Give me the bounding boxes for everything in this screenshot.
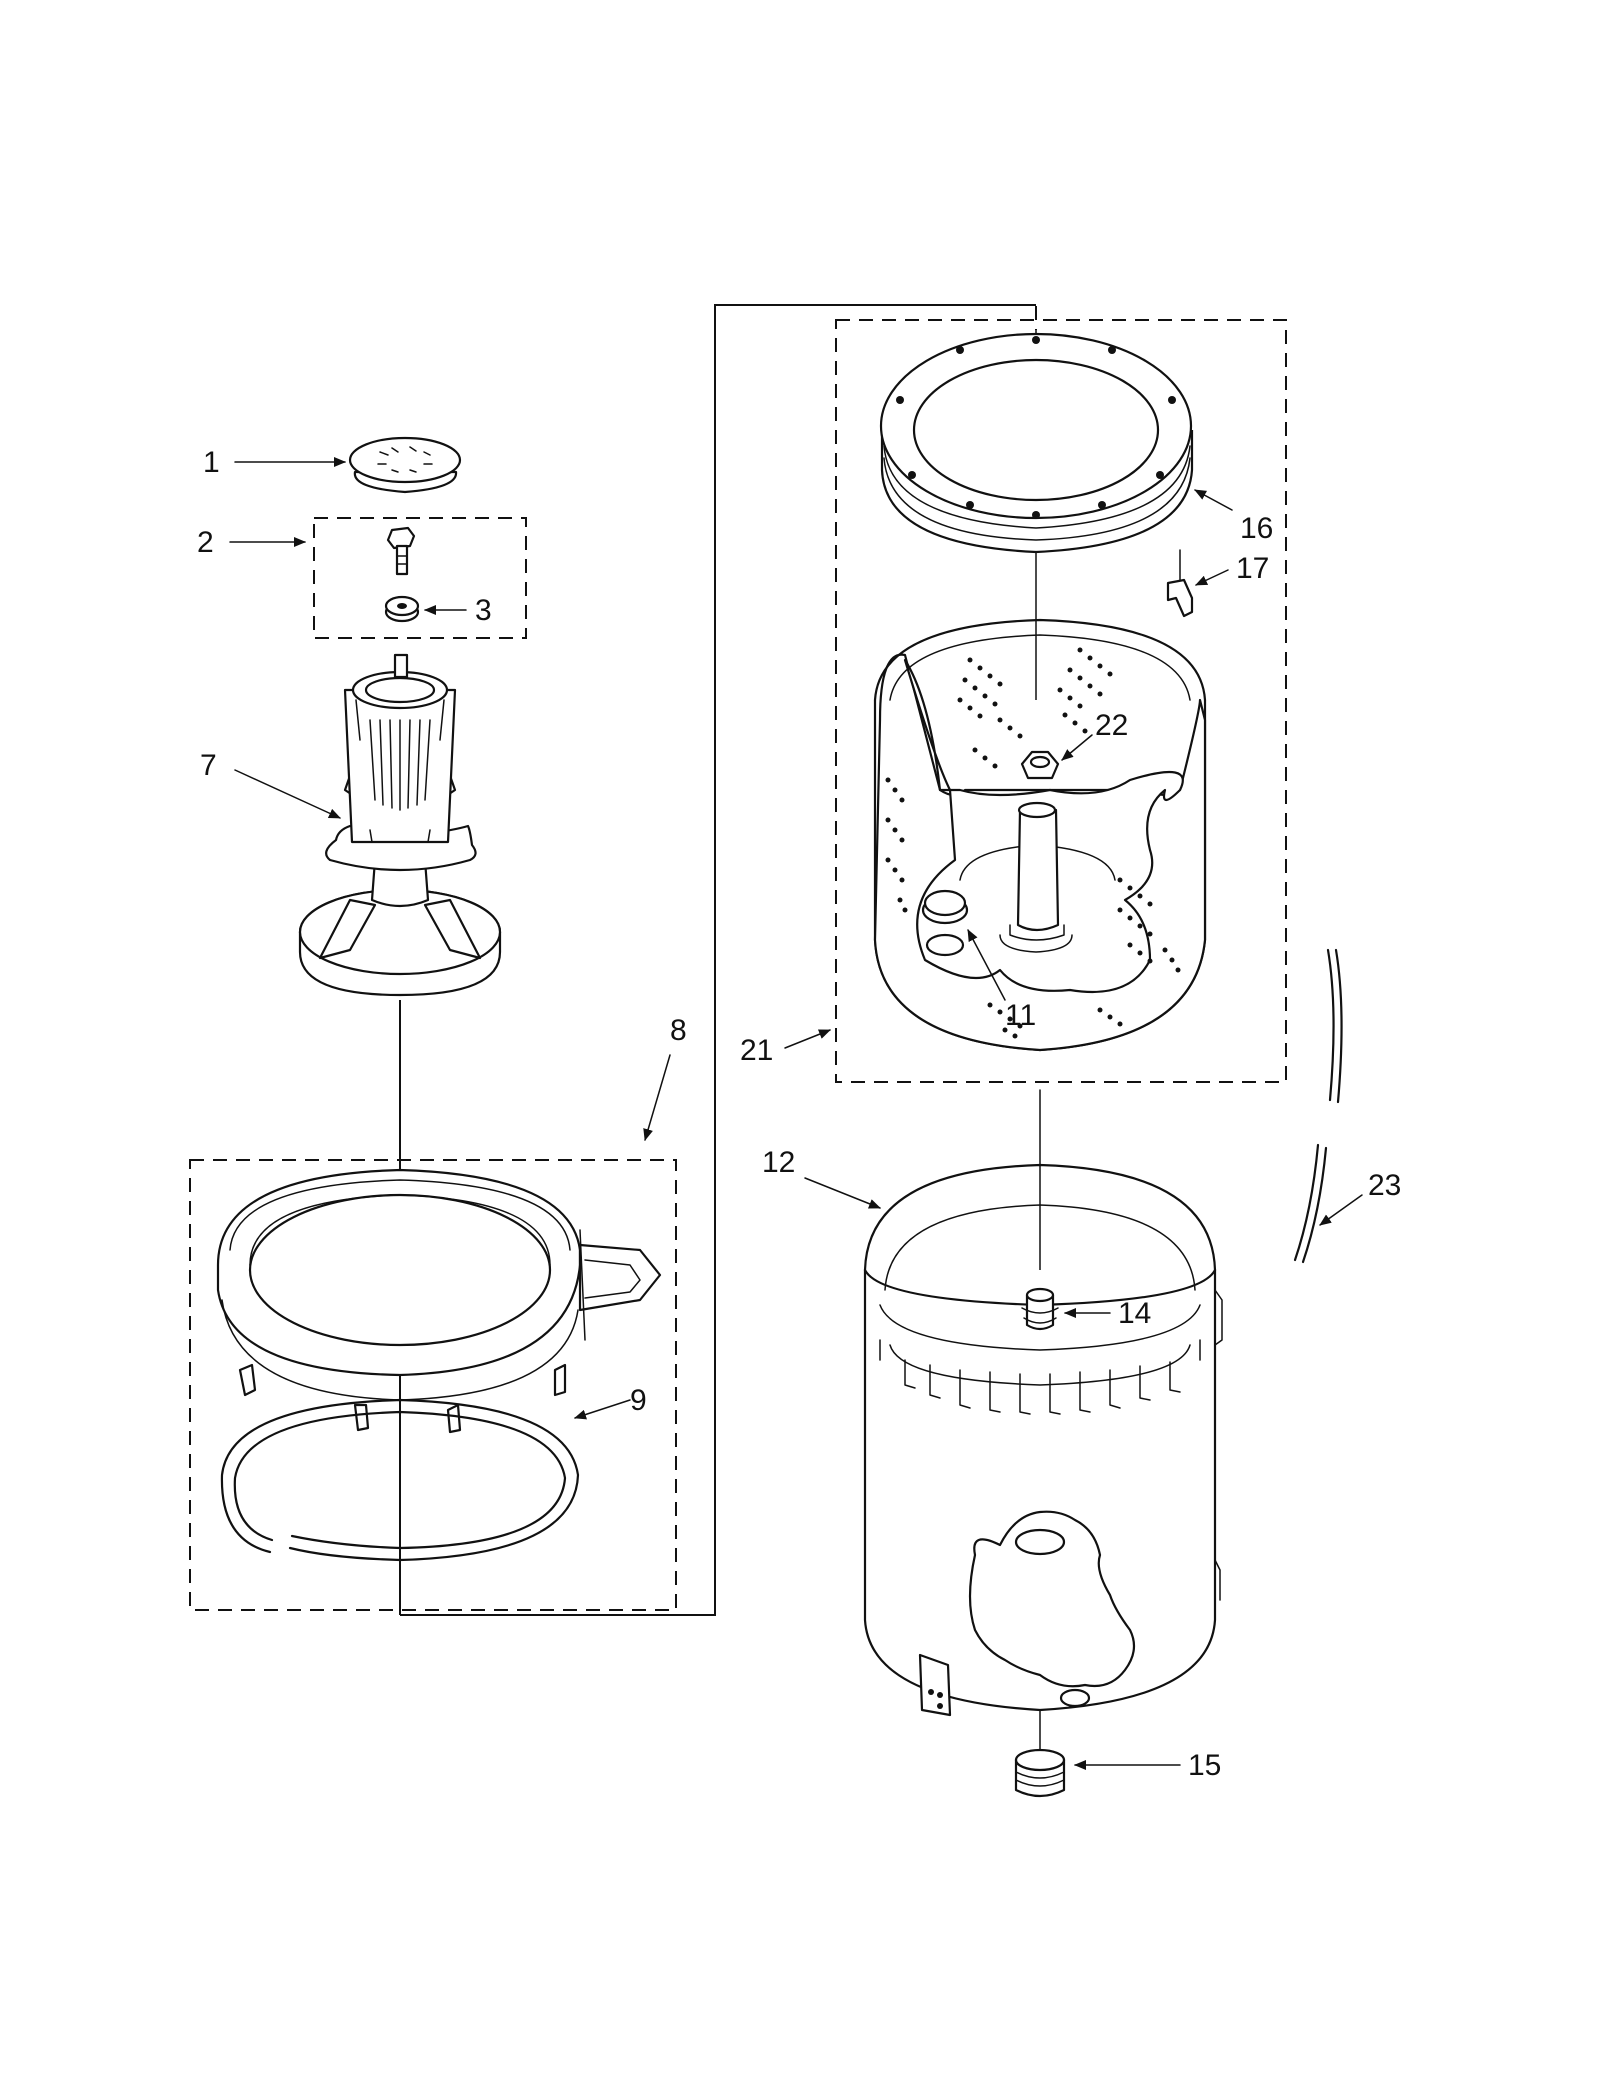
- tub-bearing-icon: [1021, 1287, 1059, 1331]
- callout-7: 7: [200, 749, 217, 782]
- callout-labels: 1 2 3 7 8 9 11 12 14 15 16 17 21 22 23: [197, 446, 1401, 1782]
- callout-9: 9: [630, 1384, 647, 1417]
- wash-basket-kit-box: [835, 319, 1287, 1083]
- wash-basket-kit-icon: [873, 618, 1207, 1052]
- callout-22: 22: [1095, 709, 1128, 742]
- clip-icon: [1166, 578, 1194, 618]
- callout-12: 12: [762, 1146, 795, 1179]
- outer-tub-icon: [863, 1163, 1223, 1717]
- callout-1: 1: [203, 446, 220, 479]
- balance-ring-icon: [879, 332, 1194, 554]
- hose-icon: [1293, 948, 1343, 1264]
- washer-icon: [384, 595, 420, 623]
- callout-15: 15: [1188, 1749, 1221, 1782]
- callout-16: 16: [1240, 512, 1273, 545]
- tub-ring-kit-box: [189, 1159, 677, 1611]
- tub-ring-kit-icon: [216, 1168, 662, 1434]
- tub-seal-ring-icon: [220, 1398, 580, 1562]
- callout-2: 2: [197, 526, 214, 559]
- leader-arrows: [229, 457, 1363, 1770]
- bolt-kit-box: [313, 517, 527, 639]
- callout-23: 23: [1368, 1169, 1401, 1202]
- drain-fitting-icon: [1014, 1748, 1066, 1798]
- agitator-cap-icon: [348, 436, 462, 494]
- callout-17: 17: [1236, 552, 1269, 585]
- callout-8: 8: [670, 1014, 687, 1047]
- callout-21: 21: [740, 1034, 773, 1067]
- callout-14: 14: [1118, 1297, 1151, 1330]
- basket-nut-icon: [1020, 750, 1060, 780]
- callout-3: 3: [475, 594, 492, 627]
- callout-11: 11: [1005, 999, 1036, 1032]
- basket-plug-icon: [921, 889, 969, 957]
- agitator-icon: [298, 653, 502, 997]
- bolt-kit-icon: [386, 526, 416, 576]
